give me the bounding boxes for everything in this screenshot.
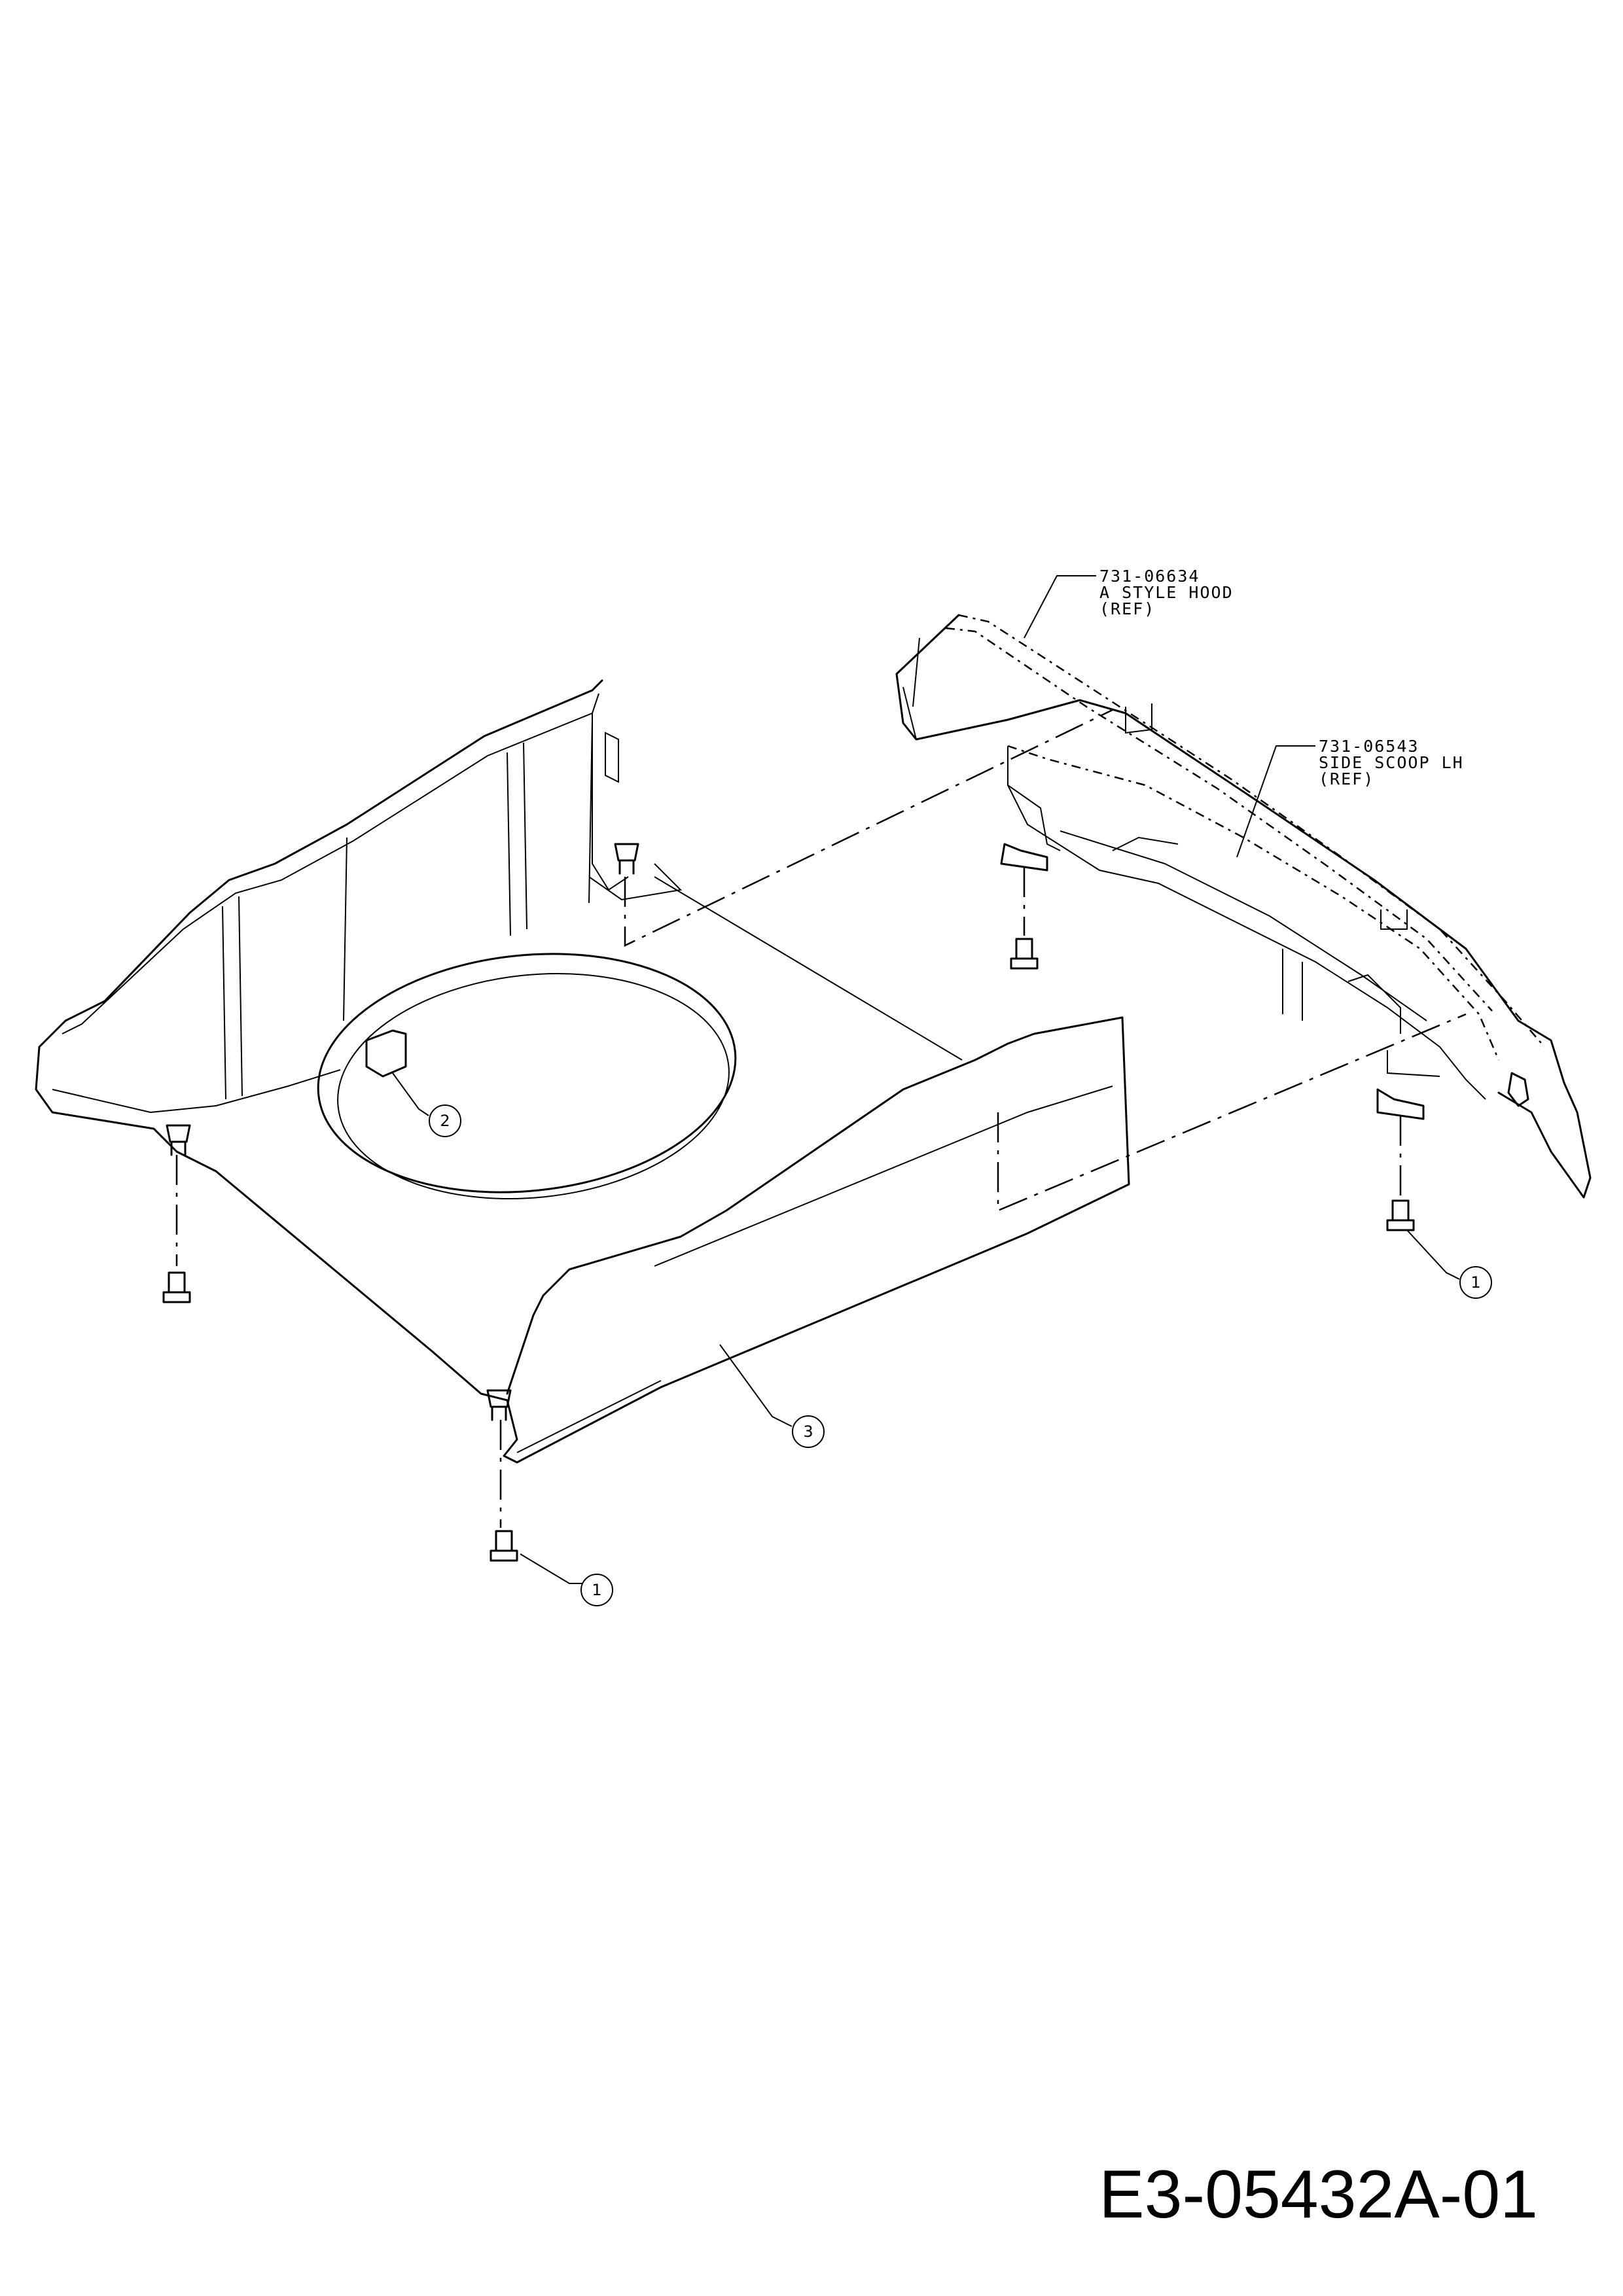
part-number: 731-06634 bbox=[1099, 567, 1200, 586]
clip-icon bbox=[166, 1124, 191, 1156]
assembly-centerlines bbox=[175, 709, 1467, 1528]
screw-icon bbox=[1010, 938, 1039, 970]
svg-text:1: 1 bbox=[592, 1581, 601, 1599]
reference-label-hood: 731-06634 A STYLE HOOD (REF) bbox=[1099, 567, 1234, 618]
clip-icon bbox=[614, 843, 639, 875]
svg-text:1: 1 bbox=[1471, 1273, 1480, 1292]
screw-icon bbox=[162, 1271, 191, 1303]
screw-icon bbox=[1386, 1199, 1415, 1231]
leader-lines bbox=[392, 575, 1460, 1584]
part-number: 731-06543 bbox=[1319, 737, 1419, 756]
svg-text:3: 3 bbox=[803, 1422, 813, 1441]
callout-bubble: 3 bbox=[792, 1415, 825, 1448]
deflector-housing bbox=[35, 679, 1130, 1464]
part-description: A STYLE HOOD bbox=[1099, 583, 1234, 602]
callout-bubble: 1 bbox=[580, 1574, 613, 1606]
part-reference-tag: (REF) bbox=[1099, 599, 1155, 618]
tab-icon bbox=[365, 1029, 407, 1078]
screw-icon bbox=[490, 1530, 518, 1562]
callout-bubble: 1 bbox=[1459, 1266, 1492, 1299]
part-description: SIDE SCOOP LH bbox=[1319, 753, 1464, 772]
side-scoop bbox=[1000, 703, 1529, 1120]
part-reference-tag: (REF) bbox=[1319, 769, 1374, 788]
hood-assembly bbox=[895, 614, 1592, 1199]
drawing-id: E3-05432A-01 bbox=[1099, 2157, 1538, 2233]
svg-text:2: 2 bbox=[440, 1112, 450, 1130]
callout-bubble: 2 bbox=[429, 1104, 461, 1137]
clip-icon bbox=[486, 1389, 512, 1421]
reference-label-side-scoop: 731-06543 SIDE SCOOP LH (REF) bbox=[1319, 737, 1464, 788]
